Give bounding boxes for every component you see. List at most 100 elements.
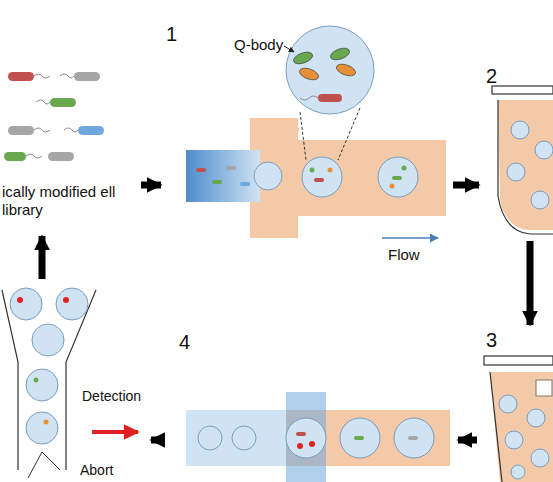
cell-library — [36, 100, 50, 104]
droplet-generator-chip — [390, 184, 395, 189]
stage-4: 4 — [165, 326, 457, 480]
cell-library — [74, 72, 100, 81]
reinjection-chip — [198, 426, 222, 450]
q-body-callout — [292, 50, 314, 66]
droplet-generator-chip — [314, 178, 324, 182]
droplet-generator-chip — [378, 157, 418, 197]
tube — [511, 465, 525, 479]
droplet-generator-chip — [250, 118, 298, 238]
stage-1: 1Q-bodyFlow — [162, 18, 452, 274]
process-arrow — [453, 182, 479, 189]
reinjection-chip — [286, 392, 326, 482]
droplet-sorter — [56, 288, 88, 320]
cell-library — [34, 128, 50, 132]
droplet-sorter — [2, 288, 138, 478]
step-number: 3 — [486, 328, 497, 352]
process-arrow — [151, 437, 164, 444]
reinjection-chip — [232, 426, 256, 450]
reinjection-chip — [340, 418, 380, 458]
droplet-generator-chip — [254, 162, 282, 190]
q-body-callout — [284, 46, 294, 52]
droplet-generator-chip — [302, 157, 342, 197]
tube — [499, 395, 517, 413]
process-arrow — [39, 236, 46, 279]
cell-library — [34, 74, 50, 78]
droplet-sorter — [26, 369, 58, 401]
droplet-generator-chip — [392, 176, 402, 180]
droplet-sorter — [34, 378, 39, 383]
cell-library — [60, 74, 74, 78]
droplet-sorter — [42, 452, 60, 470]
q-body-callout — [286, 26, 374, 114]
tube — [531, 449, 549, 467]
cell-library — [64, 128, 78, 132]
stage-2: 2 — [480, 62, 553, 240]
process-arrow — [141, 182, 161, 189]
cell-library — [4, 72, 104, 161]
droplet-generator-chip — [382, 237, 438, 239]
tube — [531, 191, 549, 209]
tube — [507, 163, 525, 181]
droplet-sorter — [92, 430, 138, 434]
cell-library: ically modified ell library — [0, 55, 140, 235]
droplet-sorter — [17, 297, 23, 303]
tube — [535, 141, 553, 159]
tube — [505, 431, 523, 449]
droplet-generator-chip — [402, 166, 407, 171]
reinjection-chip — [394, 418, 434, 458]
droplet-generator-chip — [296, 128, 300, 140]
stage-3: 3 — [478, 326, 553, 482]
q-body-callout — [284, 26, 374, 160]
label-text: Detection — [82, 388, 141, 405]
droplet-sorter — [32, 324, 64, 356]
droplet-generator-chip — [212, 180, 222, 184]
q-body-callout — [300, 112, 306, 160]
q-body-callout — [329, 46, 351, 62]
process-arrow — [527, 241, 534, 325]
cell-library — [78, 126, 104, 135]
q-body-callout — [298, 66, 320, 82]
droplet-generator-chip — [186, 150, 260, 202]
cell-library — [8, 126, 34, 135]
sorter: DetectionAbort — [0, 280, 150, 482]
q-body-callout — [335, 62, 357, 78]
droplet-generator-chip — [186, 118, 446, 238]
droplet-sorter — [44, 420, 49, 425]
tube — [511, 121, 529, 139]
droplet-generator-chip — [310, 168, 315, 173]
tube — [490, 372, 553, 482]
droplet-sorter — [63, 297, 69, 303]
cell-library — [4, 152, 26, 161]
step-number: 1 — [166, 22, 177, 46]
droplet-generator-chip — [240, 182, 250, 186]
droplet-generator-chip — [196, 168, 206, 172]
reinjection-chip — [408, 436, 418, 440]
label-text: ically modified ell library — [2, 183, 118, 219]
q-body-callout — [318, 94, 342, 102]
q-body-callout — [300, 96, 318, 100]
reinjection-chip — [186, 410, 286, 466]
droplet-sorter — [28, 452, 42, 478]
cell-library — [26, 154, 42, 158]
reinjection-chip — [286, 418, 326, 458]
reinjection-chip — [354, 436, 364, 440]
tube — [536, 380, 552, 396]
label-text: Abort — [80, 462, 113, 479]
tube — [498, 100, 553, 230]
droplet-sorter — [26, 412, 58, 444]
tube — [484, 356, 553, 482]
reinjection-chip — [296, 432, 306, 436]
tube — [494, 92, 553, 234]
label-text: Q-body — [234, 36, 283, 54]
step-number: 2 — [486, 64, 497, 88]
cell-library — [50, 98, 76, 107]
droplet-generator-chip — [328, 168, 333, 173]
step-number: 4 — [179, 330, 190, 354]
tube — [484, 356, 553, 365]
reinjection-chip — [309, 441, 315, 447]
cell-library — [8, 72, 34, 81]
q-body-callout — [338, 108, 360, 160]
tube — [484, 364, 553, 482]
